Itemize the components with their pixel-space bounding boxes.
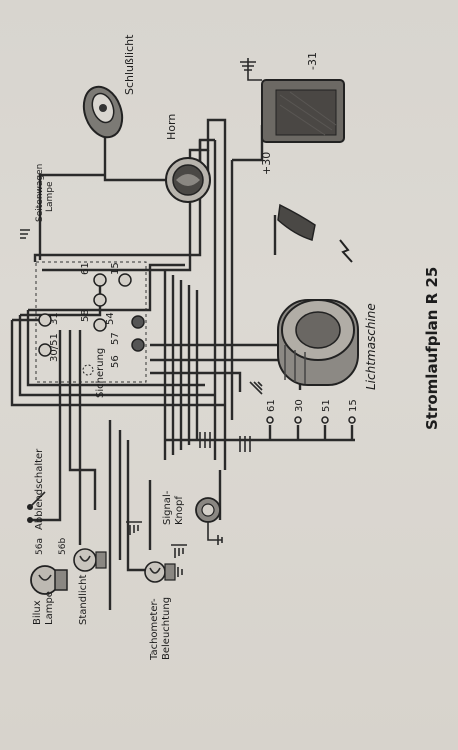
ground-terminal-61: 61 [266, 399, 277, 412]
fuse-label: Sicherung [95, 348, 106, 398]
battery-minus-label: -31 [306, 52, 319, 70]
terminal-61: 61 [80, 262, 91, 275]
bilux-label-2: Lampe [44, 591, 55, 625]
terminal-54: 54 [105, 312, 116, 325]
horn-label: Horn [165, 114, 178, 140]
generator-label: Lichtmaschine [364, 303, 378, 390]
diagram-title: Stromlaufplan R 25 [423, 267, 441, 430]
terminal-57: 57 [110, 332, 121, 345]
signal-button-label-2: Knopf [174, 496, 185, 525]
bilux-lamp-icon [30, 565, 68, 595]
terminal-56: 56 [110, 355, 121, 368]
tail-light-icon [82, 85, 124, 139]
ground-terminal-30: 30 [294, 399, 305, 412]
switch-box [35, 261, 147, 383]
sidecar-lamp-label-1: Seitenwagen [35, 164, 45, 222]
signal-button-label-1: Signal- [162, 490, 173, 525]
wiring-harness [10, 118, 355, 610]
ground-terminal-15: 15 [348, 399, 359, 412]
ground-terminal-51: 51 [321, 399, 332, 412]
terminal-30-51: 30/51 [49, 333, 60, 362]
dimmer-switch-icon [27, 491, 46, 523]
tail-light-label: Schlußlicht [123, 34, 136, 95]
battery-icon [261, 79, 345, 143]
ground-symbols [126, 381, 263, 558]
spark-plug-icon [273, 203, 353, 263]
dimmer-56b: 56b [58, 538, 68, 555]
horn-icon [165, 157, 211, 203]
terminal-58: 58 [80, 309, 91, 322]
terminal-15: 15 [110, 262, 121, 275]
battery-ground-icon [240, 58, 262, 81]
parking-light-label: Standlicht [78, 575, 89, 625]
signal-button-icon [195, 497, 223, 545]
dimmer-56a: 56a [35, 538, 45, 555]
sidecar-lamp-label-2: Lampe [45, 181, 55, 212]
bilux-label-1: Bilux [32, 600, 43, 625]
speedometer-light-icon [144, 561, 183, 583]
terminal-31: 31 [49, 312, 60, 325]
speedometer-light-label-1: Tachometer- [149, 598, 160, 661]
ground-terminals [199, 416, 356, 452]
generator-icon [277, 299, 359, 386]
sidecar-ground-icon [20, 229, 30, 239]
dimmer-switch-label: Abblendschalter [34, 448, 45, 530]
speedometer-light-label-2: Beleuchtung [161, 597, 172, 660]
battery-plus-label: +30 [260, 152, 273, 175]
parking-light-icon [73, 548, 107, 572]
